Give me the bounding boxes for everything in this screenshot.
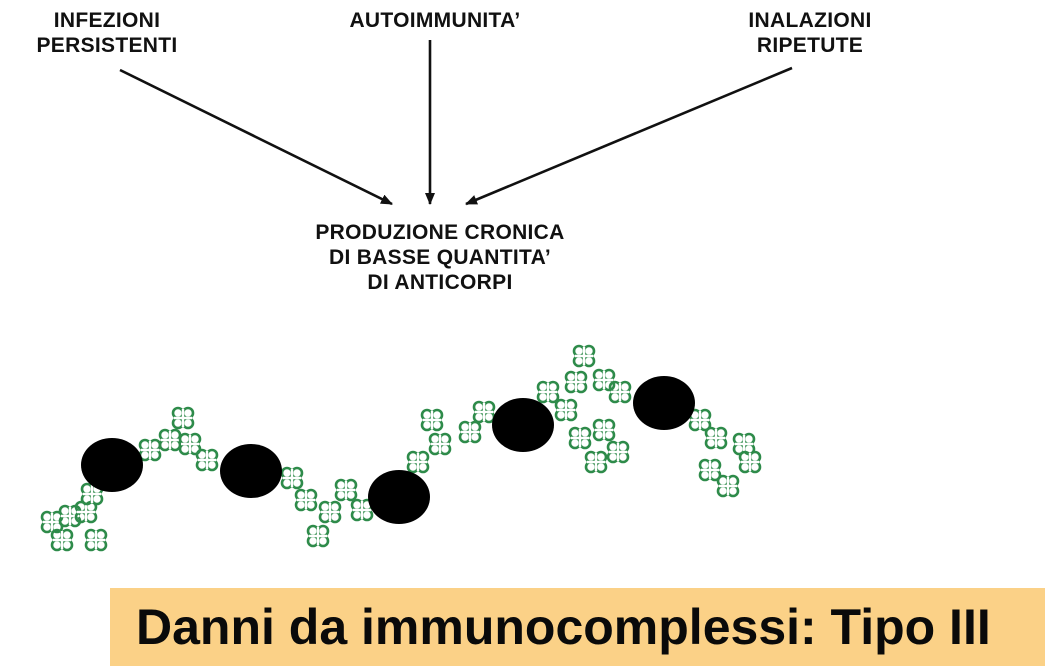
antibody-icon [458, 420, 482, 444]
cause-label-line: AUTOIMMUNITA’ [349, 9, 521, 32]
antibody-icon [195, 448, 219, 472]
antibody-icon [420, 408, 444, 432]
cause-label-inalazioni: INALAZIONI RIPETUTE [700, 8, 920, 58]
cause-label-autoimmunita: AUTOIMMUNITA’ [320, 8, 550, 33]
antigen-icon [220, 444, 282, 498]
result-label-line: DI ANTICORPI [367, 271, 513, 294]
antibody-icon [178, 432, 202, 456]
antibody-icon [306, 524, 330, 548]
antigen-group [81, 376, 695, 524]
antibody-icon [138, 438, 162, 462]
antibody-icon [334, 478, 358, 502]
antigen-icon [368, 470, 430, 524]
antibody-icon [688, 408, 712, 432]
antibody-icon [171, 406, 195, 430]
arrow-icon [119, 68, 393, 206]
result-label-line: PRODUZIONE CRONICA [315, 221, 565, 244]
antigen-icon [81, 438, 143, 492]
antibody-icon [280, 466, 304, 490]
cause-label-line: INFEZIONI [53, 9, 161, 32]
cause-label-line: PERSISTENTI [36, 34, 178, 57]
footer-title: Danni da immunocomplessi: Tipo III [136, 599, 991, 655]
footer-title-bar: Danni da immunocomplessi: Tipo III [110, 588, 1045, 666]
antibody-icon [704, 426, 728, 450]
antibody-icon [158, 428, 182, 452]
antibody-icon [698, 458, 722, 482]
cause-label-line: RIPETUTE [756, 34, 864, 57]
antigen-icon [492, 398, 554, 452]
antibody-icon [592, 418, 616, 442]
antibody-icon [554, 398, 578, 422]
antibody-icon [84, 528, 108, 552]
result-label: PRODUZIONE CRONICA DI BASSE QUANTITA’ DI… [260, 220, 620, 295]
antibody-icon [406, 450, 430, 474]
antibody-icon [716, 474, 740, 498]
antigen-icon [633, 376, 695, 430]
cause-label-line: INALAZIONI [748, 9, 872, 32]
arrow-icon [465, 66, 793, 206]
antibody-icon [318, 500, 342, 524]
antibody-icon [606, 440, 630, 464]
antibody-icon [50, 528, 74, 552]
antibody-icon [428, 432, 452, 456]
antibody-icon [568, 426, 592, 450]
antibody-icon [564, 370, 588, 394]
antibody-icon [738, 450, 762, 474]
antibody-icon [584, 450, 608, 474]
antibody-icon [472, 400, 496, 424]
antibody-icon [572, 344, 596, 368]
cause-label-infezioni: INFEZIONI PERSISTENTI [12, 8, 202, 58]
result-label-line: DI BASSE QUANTITA’ [328, 246, 552, 269]
antibody-icon [294, 488, 318, 512]
antibody-icon [536, 380, 560, 404]
